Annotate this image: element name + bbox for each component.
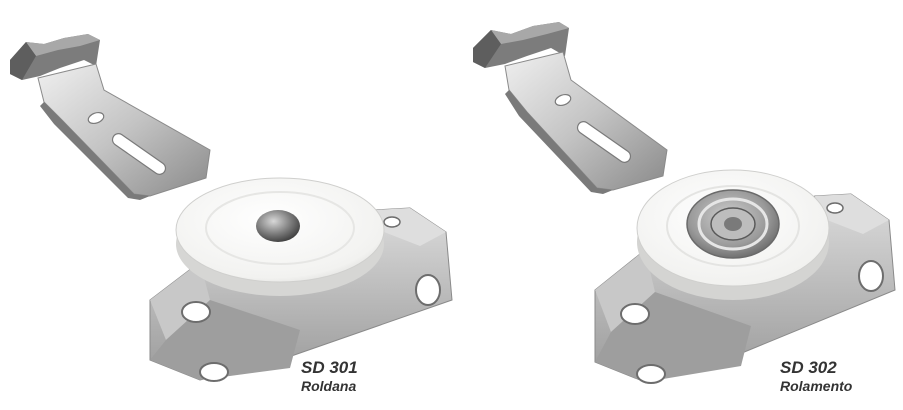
clip-tab-icon <box>10 34 100 80</box>
caption-sd301: SD 301 Roldana <box>301 358 358 394</box>
product-sd301: SD 301 Roldana <box>10 34 453 394</box>
clip-tab-icon <box>473 22 569 68</box>
product-code: SD 302 <box>780 358 837 377</box>
caption-sd302: SD 302 Rolamento <box>780 358 852 394</box>
product-code: SD 301 <box>301 358 358 377</box>
bearing-wheel-photo <box>473 22 896 384</box>
product-sd302: SD 302 Rolamento <box>455 0 903 410</box>
mounting-plate-icon <box>37 63 211 200</box>
product-name: Roldana <box>301 377 357 394</box>
bearing-wheel-icon <box>636 169 830 300</box>
mounting-plate-icon <box>504 51 668 194</box>
product-name: Rolamento <box>780 377 853 394</box>
wheel-icon <box>175 177 385 296</box>
roller-wheel-photo <box>10 34 453 382</box>
